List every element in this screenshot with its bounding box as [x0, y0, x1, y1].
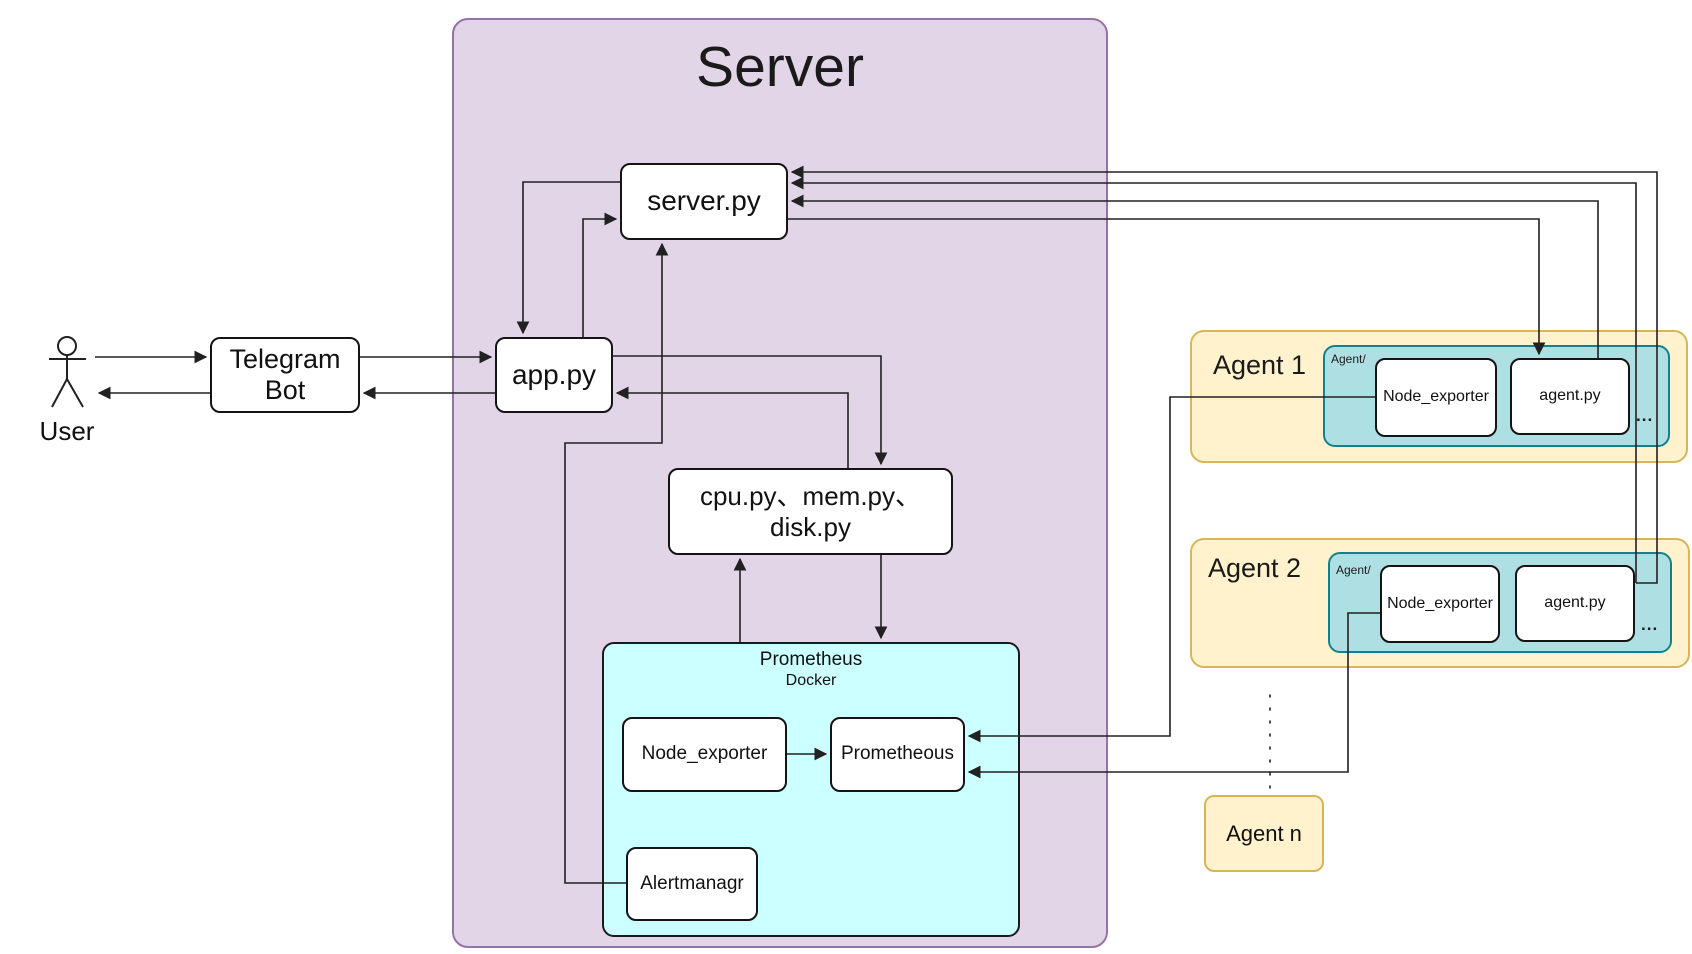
agent1-ellipsis: ... [1636, 406, 1654, 425]
agent2-agent-py-node: agent.py [1515, 565, 1635, 642]
edge-agent2-nodeexporter-to-prometheous [967, 612, 1380, 779]
agent1-node-exporter-node: Node_exporter [1375, 358, 1497, 437]
edge-alertmanager-to-server [564, 242, 669, 884]
telegram-bot-label-line2: Bot [264, 375, 306, 405]
agent2-folder-label: Agent/ [1336, 563, 1371, 577]
agent2-node-exporter-node: Node_exporter [1380, 565, 1500, 643]
user-figure [49, 336, 86, 408]
telegram-bot-label-line1: Telegram [229, 343, 341, 374]
edge-agent2-to-server-a [790, 176, 1637, 583]
edge-agent1-to-server [790, 194, 1599, 358]
prometheous-node: Prometheous [830, 717, 965, 792]
prometheus-docker-title: Prometheus [759, 649, 863, 670]
telegram-bot-node: Telegram Bot [210, 337, 360, 413]
server-container-title: Server [696, 35, 864, 99]
metrics-scripts-node: cpu.py、mem.py、disk.py [668, 468, 953, 555]
agent1-agent-py-node: agent.py [1510, 358, 1630, 435]
edge-app-to-metrics [613, 355, 888, 466]
agent2-ellipsis: ... [1641, 615, 1659, 634]
app-py-node: app.py [495, 337, 613, 413]
agent1-folder-label: Agent/ [1331, 352, 1366, 366]
edge-metrics-to-app [615, 386, 849, 468]
agent1-title: Agent 1 [1213, 350, 1307, 380]
agent2-title: Agent 2 [1208, 553, 1302, 583]
server-py-node: server.py [620, 163, 788, 240]
user-label: User [39, 416, 95, 446]
edge-agent1-nodeexporter-to-prometheous [967, 396, 1375, 743]
agent-n-node: Agent n [1204, 795, 1324, 872]
edge-app-to-server [582, 212, 618, 337]
edge-server-to-app [516, 181, 620, 335]
prometheus-docker-subtitle: Docker [785, 672, 837, 689]
edge-agent2-to-server-b [790, 165, 1658, 584]
alertmanager-node: Alertmanagr [626, 847, 758, 921]
edge-server-to-agent1 [788, 218, 1546, 356]
docker-node-exporter-node: Node_exporter [622, 717, 787, 792]
